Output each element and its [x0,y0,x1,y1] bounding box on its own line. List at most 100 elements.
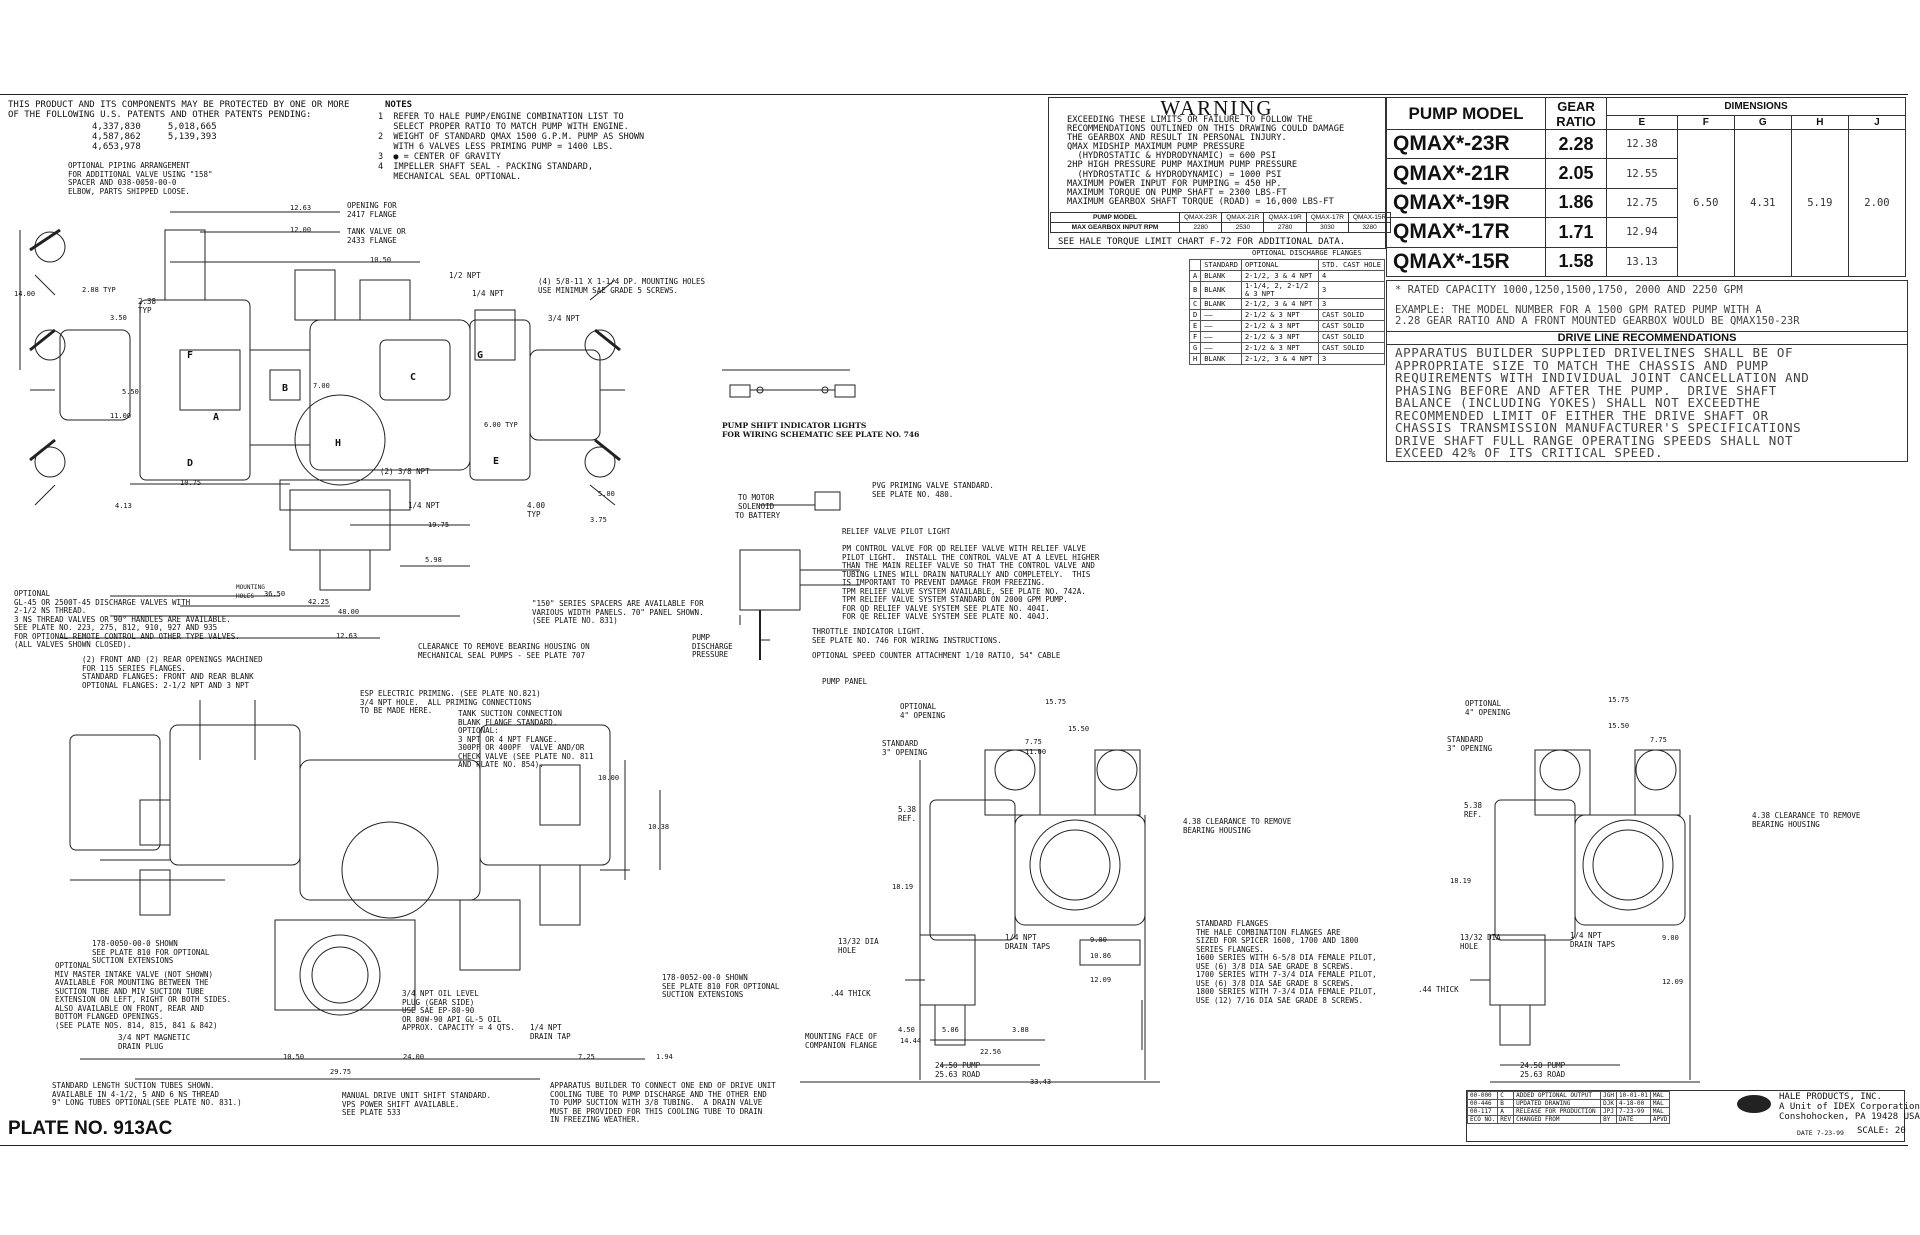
dim-value: 19.75 [428,521,450,529]
label-opening-for: OPENING FOR 2417 FLANGE [347,201,397,219]
flange-cell: 2-1/2 & 3 NPT [1240,331,1319,343]
callout-openings: (2) FRONT AND (2) REAR OPENINGS MACHINED… [82,655,263,690]
dim-e: 12.75 [1606,187,1678,219]
label-mounting-holes: MOUNTING HOLES [236,584,265,600]
label-tank-valve: TANK VALVE OR 2433 FLANGE [347,227,406,245]
flange-cell: —— [1200,331,1242,343]
dim-value: 24.50 PUMP 25.63 ROAD [1520,1061,1566,1079]
shift-indicator-art [722,369,856,398]
dim-value: 42.25 [308,598,330,606]
gear-ratio: 2.05 [1545,158,1607,189]
warning-text: EXCEEDING THESE LIMITS OR FAILURE TO FOL… [1067,115,1345,207]
dim-value: 10.50 [370,256,392,264]
label-pump-panel: PUMP PANEL [822,677,868,686]
rpm-header: PUMP MODEL [1050,212,1180,223]
flange-cell: 1-1/4, 2, 2-1/2 & 3 NPT [1240,281,1319,299]
flange-cell: BLANK [1200,281,1242,299]
driveline-title: DRIVE LINE RECOMMENDATIONS [1387,331,1907,345]
dim-value: 10.75 [180,479,202,487]
flange-letter-c: C [410,372,417,383]
flange-cell: CAST SOLID [1317,309,1385,321]
label-dia-hole-2: 13/32 DIA HOLE [1460,933,1501,951]
dim-col-header: J [1847,115,1907,130]
flange-cell: 4 [1317,270,1385,282]
rated-capacity: * RATED CAPACITY 1000,1250,1500,1750, 20… [1395,284,1743,296]
callout-bearing-2: 4.38 CLEARANCE TO REMOVE BEARING HOUSING [1752,811,1861,829]
dim-f: 6.50 [1676,129,1735,277]
label-half-npt: 1/2 NPT [449,271,481,280]
dim-value: 18.19 [1450,877,1472,885]
dim-e: 12.55 [1606,158,1678,189]
rev-cell: B [1497,1099,1515,1108]
rev-cell: A [1497,1107,1515,1116]
dim-value: 12.63 [290,204,312,212]
driveline-box: * RATED CAPACITY 1000,1250,1500,1750, 20… [1386,280,1908,462]
dim-value: 10.86 [1090,952,1112,960]
label-standard-3: STANDARD 3" OPENING [882,739,928,757]
dim-value: 36.50 [264,590,286,598]
rev-cell: MAL [1649,1107,1671,1116]
dim-value: 12.09 [1662,978,1684,986]
gear-ratio: 2.28 [1545,128,1607,160]
flange-cell: 2-1/2 & 3 NPT [1240,309,1319,321]
flange-cell: 3 [1317,298,1385,310]
callout-oil-level: 3/4 NPT OIL LEVEL PLUG (GEAR SIDE) USE S… [402,989,515,1032]
model-col-header: PUMP MODEL [1386,97,1546,130]
flange-cell: CAST SOLID [1317,331,1385,343]
callout-std-flanges: STANDARD FLANGES THE HALE COMBINATION FL… [1196,919,1377,1005]
label-drain-taps: 1/4 NPT DRAIN TAPS [1005,933,1051,951]
model-name: QMAX*-17R [1386,217,1546,248]
dim-value: 18.19 [892,883,914,891]
model-row: QMAX*-23R 2.28 12.38 6.50 4.31 5.19 2.00 [1386,128,1907,277]
label-to-motor: TO MOTOR SOLENOID [738,493,775,511]
dim-e: 12.38 [1606,128,1678,160]
front-view-1 [800,749,1160,1083]
flange-cell: BLANK [1200,270,1242,282]
dim-value: 3.75 [590,516,607,524]
title-date: DATE 7-23-99 [1797,1129,1844,1137]
flange-cell: 2-1/2 & 3 NPT [1240,320,1319,332]
flange-cell: E [1188,320,1202,332]
company-division: A Unit of IDEX Corporation [1779,1102,1920,1112]
warning-footer: SEE HALE TORQUE LIMIT CHART F-72 FOR ADD… [1058,237,1346,247]
dim-value: 12.09 [1090,976,1112,984]
rev-cell: APVD [1649,1115,1671,1124]
dim-value: 24.50 PUMP 25.63 ROAD [935,1061,981,1079]
dim-value: 10.00 [598,774,620,782]
flange-cell: 3 [1317,353,1385,365]
notes-title: NOTES [385,100,413,110]
dim-value: 29.75 [330,1068,352,1076]
warning-title: WARNING [1160,96,1274,120]
rpm-value: 2280 [1178,222,1223,233]
flange-letter-f: F [187,350,194,361]
rpm-table: PUMP MODEL QMAX-23R QMAX-21R QMAX-19R QM… [1050,212,1392,233]
flange-table-title: OPTIONAL DISCHARGE FLANGES [1252,249,1362,257]
flange-cell: C [1188,298,1202,310]
flange-cell: —— [1200,320,1242,332]
label-pump-pressure: PUMP DISCHARGE PRESSURE [692,633,733,659]
model-name: QMAX*-23R [1386,128,1546,160]
flange-letter-g: G [477,350,484,361]
dim-col-header: G [1733,115,1792,130]
dim-value: 4.50 [898,1026,915,1034]
rev-cell: BY [1600,1115,1617,1124]
model-row: QMAX*-15R 1.58 13.13 [1386,246,1906,278]
rev-cell: JGH [1600,1091,1617,1100]
rev-cell: 10-01-01 [1615,1091,1651,1100]
dim-j: 2.00 [1847,129,1907,277]
callout-clearance: CLEARANCE TO REMOVE BEARING HOUSING ON M… [418,642,590,660]
drawing-sheet [0,94,1908,1146]
dim-col-header: H [1790,115,1849,130]
flange-cell: CAST SOLID [1317,342,1385,354]
model-name: QMAX*-19R [1386,187,1546,219]
rpm-header: QMAX-17R [1305,212,1349,223]
dim-value: 15.50 [1068,725,1090,733]
flange-cell: B [1188,281,1202,299]
dim-value: 10.50 [283,1053,305,1061]
flange-letter-a: A [213,412,220,423]
